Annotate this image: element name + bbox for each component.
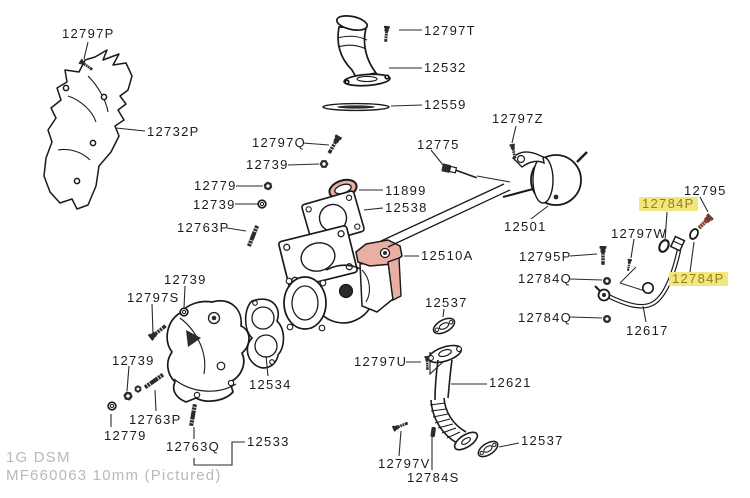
part-label-12538: 12538 — [385, 200, 428, 215]
part-label-12784Q-b: 12784Q — [518, 310, 573, 325]
outlet-pipe-drawing — [335, 15, 391, 87]
part-label-12797W: 12797W — [611, 226, 668, 241]
actuator-drawing — [380, 151, 588, 248]
part-label-12797P: 12797P — [62, 26, 115, 41]
part-label-12739-d: 12739 — [112, 353, 155, 368]
boost-fitting-drawing — [441, 163, 511, 183]
part-label-12533: 12533 — [247, 434, 290, 449]
part-label-12795P: 12795P — [519, 249, 572, 264]
part-label-12739-c: 12739 — [164, 272, 207, 287]
part-label-12510A: 12510A — [421, 248, 474, 263]
part-label-12775: 12775 — [417, 137, 460, 152]
part-label-12763Q: 12763Q — [166, 439, 221, 454]
part-label-12763P-b: 12763P — [129, 412, 182, 427]
part-label-12779-b: 12779 — [104, 428, 147, 443]
oil-line-drawing — [594, 235, 686, 309]
watermark-line-1: 1G DSM — [6, 449, 71, 466]
part-label-12784Q-a: 12784Q — [518, 271, 573, 286]
drain-pipe-drawing — [427, 317, 499, 458]
turbocharger-drawing — [278, 225, 403, 332]
part-label-11899: 11899 — [385, 183, 427, 198]
part-label-12621: 12621 — [489, 375, 532, 390]
part-label-12732P: 12732P — [147, 124, 200, 139]
part-label-12763P-a: 12763P — [177, 220, 230, 235]
gasket-12559-drawing — [322, 102, 390, 112]
part-label-12739-a: 12739 — [246, 157, 289, 172]
part-label-12739-b: 12739 — [193, 197, 236, 212]
part-label-12534: 12534 — [249, 377, 292, 392]
part-label-12784P-highlighted-b: 12784P — [669, 272, 728, 286]
elbow-12533-drawing — [166, 300, 250, 403]
banjo-bolt-12795 — [697, 213, 714, 230]
part-label-12797S: 12797S — [127, 290, 180, 305]
part-label-12797U: 12797U — [354, 354, 408, 369]
part-label-12797Q: 12797Q — [252, 135, 307, 150]
part-label-12617: 12617 — [626, 323, 669, 338]
part-label-12797T: 12797T — [424, 23, 476, 38]
part-label-12795: 12795 — [684, 183, 727, 198]
leader-lines — [83, 29, 709, 470]
part-label-12779-a: 12779 — [194, 178, 237, 193]
part-label-12784P-highlighted-a: 12784P — [639, 197, 698, 211]
part-label-12559: 12559 — [424, 97, 467, 112]
part-label-12784S: 12784S — [407, 470, 460, 485]
part-label-12537-a: 12537 — [425, 295, 468, 310]
part-label-12797V: 12797V — [378, 456, 431, 471]
part-label-12532: 12532 — [424, 60, 467, 75]
gasket-12534-drawing — [244, 298, 285, 369]
heat-shield-drawing — [43, 49, 133, 210]
part-label-12501: 12501 — [504, 219, 547, 234]
part-label-12797Z: 12797Z — [492, 111, 544, 126]
part-label-12537-b: 12537 — [521, 433, 564, 448]
watermark-line-2: MF660063 10mm (Pictured) — [6, 467, 222, 484]
